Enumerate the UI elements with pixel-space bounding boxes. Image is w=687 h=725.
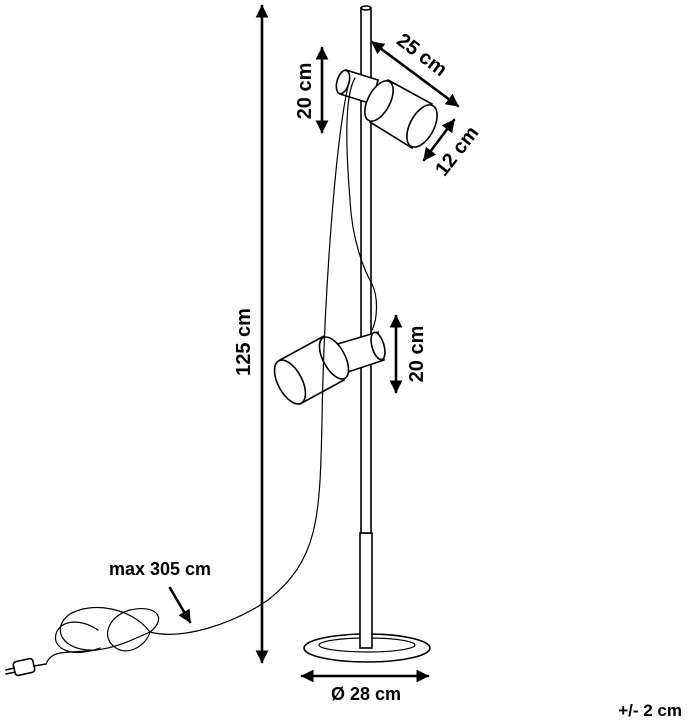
lamp-pole-top [360,5,372,11]
dimension-lines [168,4,460,683]
lower-arm-height-label: 20 cm [406,326,428,383]
head-diameter-dimension-line [422,118,456,162]
head-length-label: 25 cm [392,29,451,81]
head-diameter-label: 12 cm [431,122,483,180]
upper-lamp-head [335,68,438,150]
cable-main [149,81,350,635]
cable-length-label: max 305 cm [109,559,211,579]
height-label: 125 cm [233,308,255,376]
cable-pointer-arrow [168,586,192,624]
lamp-pole-lower [359,532,373,649]
power-plug [5,657,47,677]
upper-arm-height-label: 20 cm [294,63,316,120]
lower-lamp-head [273,330,386,406]
head-length-dimension-line [370,40,460,108]
base-diameter-label: Ø 28 cm [331,684,401,704]
floor-lamp [5,5,438,677]
cable-upper [346,77,378,331]
tolerance-label: +/- 2 cm [618,701,682,720]
cable-coil [45,607,160,665]
